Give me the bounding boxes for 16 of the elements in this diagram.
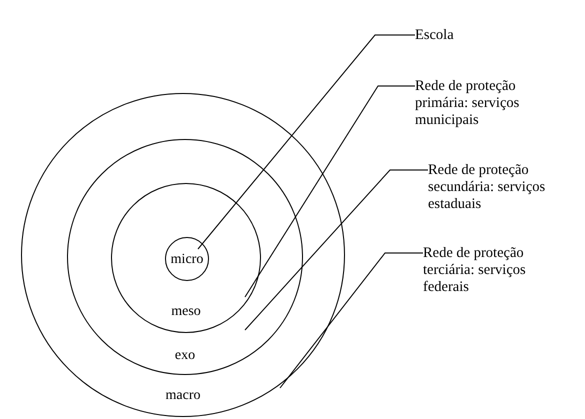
callout-text: Rede de proteção primária: serviços municipais: [415, 78, 555, 129]
leader-line: [280, 252, 424, 388]
ring-circle: [165, 237, 209, 281]
level-label: micro: [170, 251, 204, 268]
level-label: meso: [171, 303, 201, 320]
ring-circle: [21, 93, 345, 417]
callout-text: Rede de proteção secundária: serviços estaduais: [428, 162, 585, 213]
leader-line: [198, 34, 416, 250]
ring-circle: [111, 183, 261, 333]
callout-text: Escola: [415, 27, 555, 44]
leader-line: [244, 86, 416, 298]
callout-text: Rede de proteção terciária: serviços federais: [423, 245, 558, 296]
ring-circle: [67, 139, 303, 375]
level-label: macro: [166, 387, 200, 404]
level-label: exo: [174, 347, 196, 364]
leader-line: [244, 170, 428, 330]
